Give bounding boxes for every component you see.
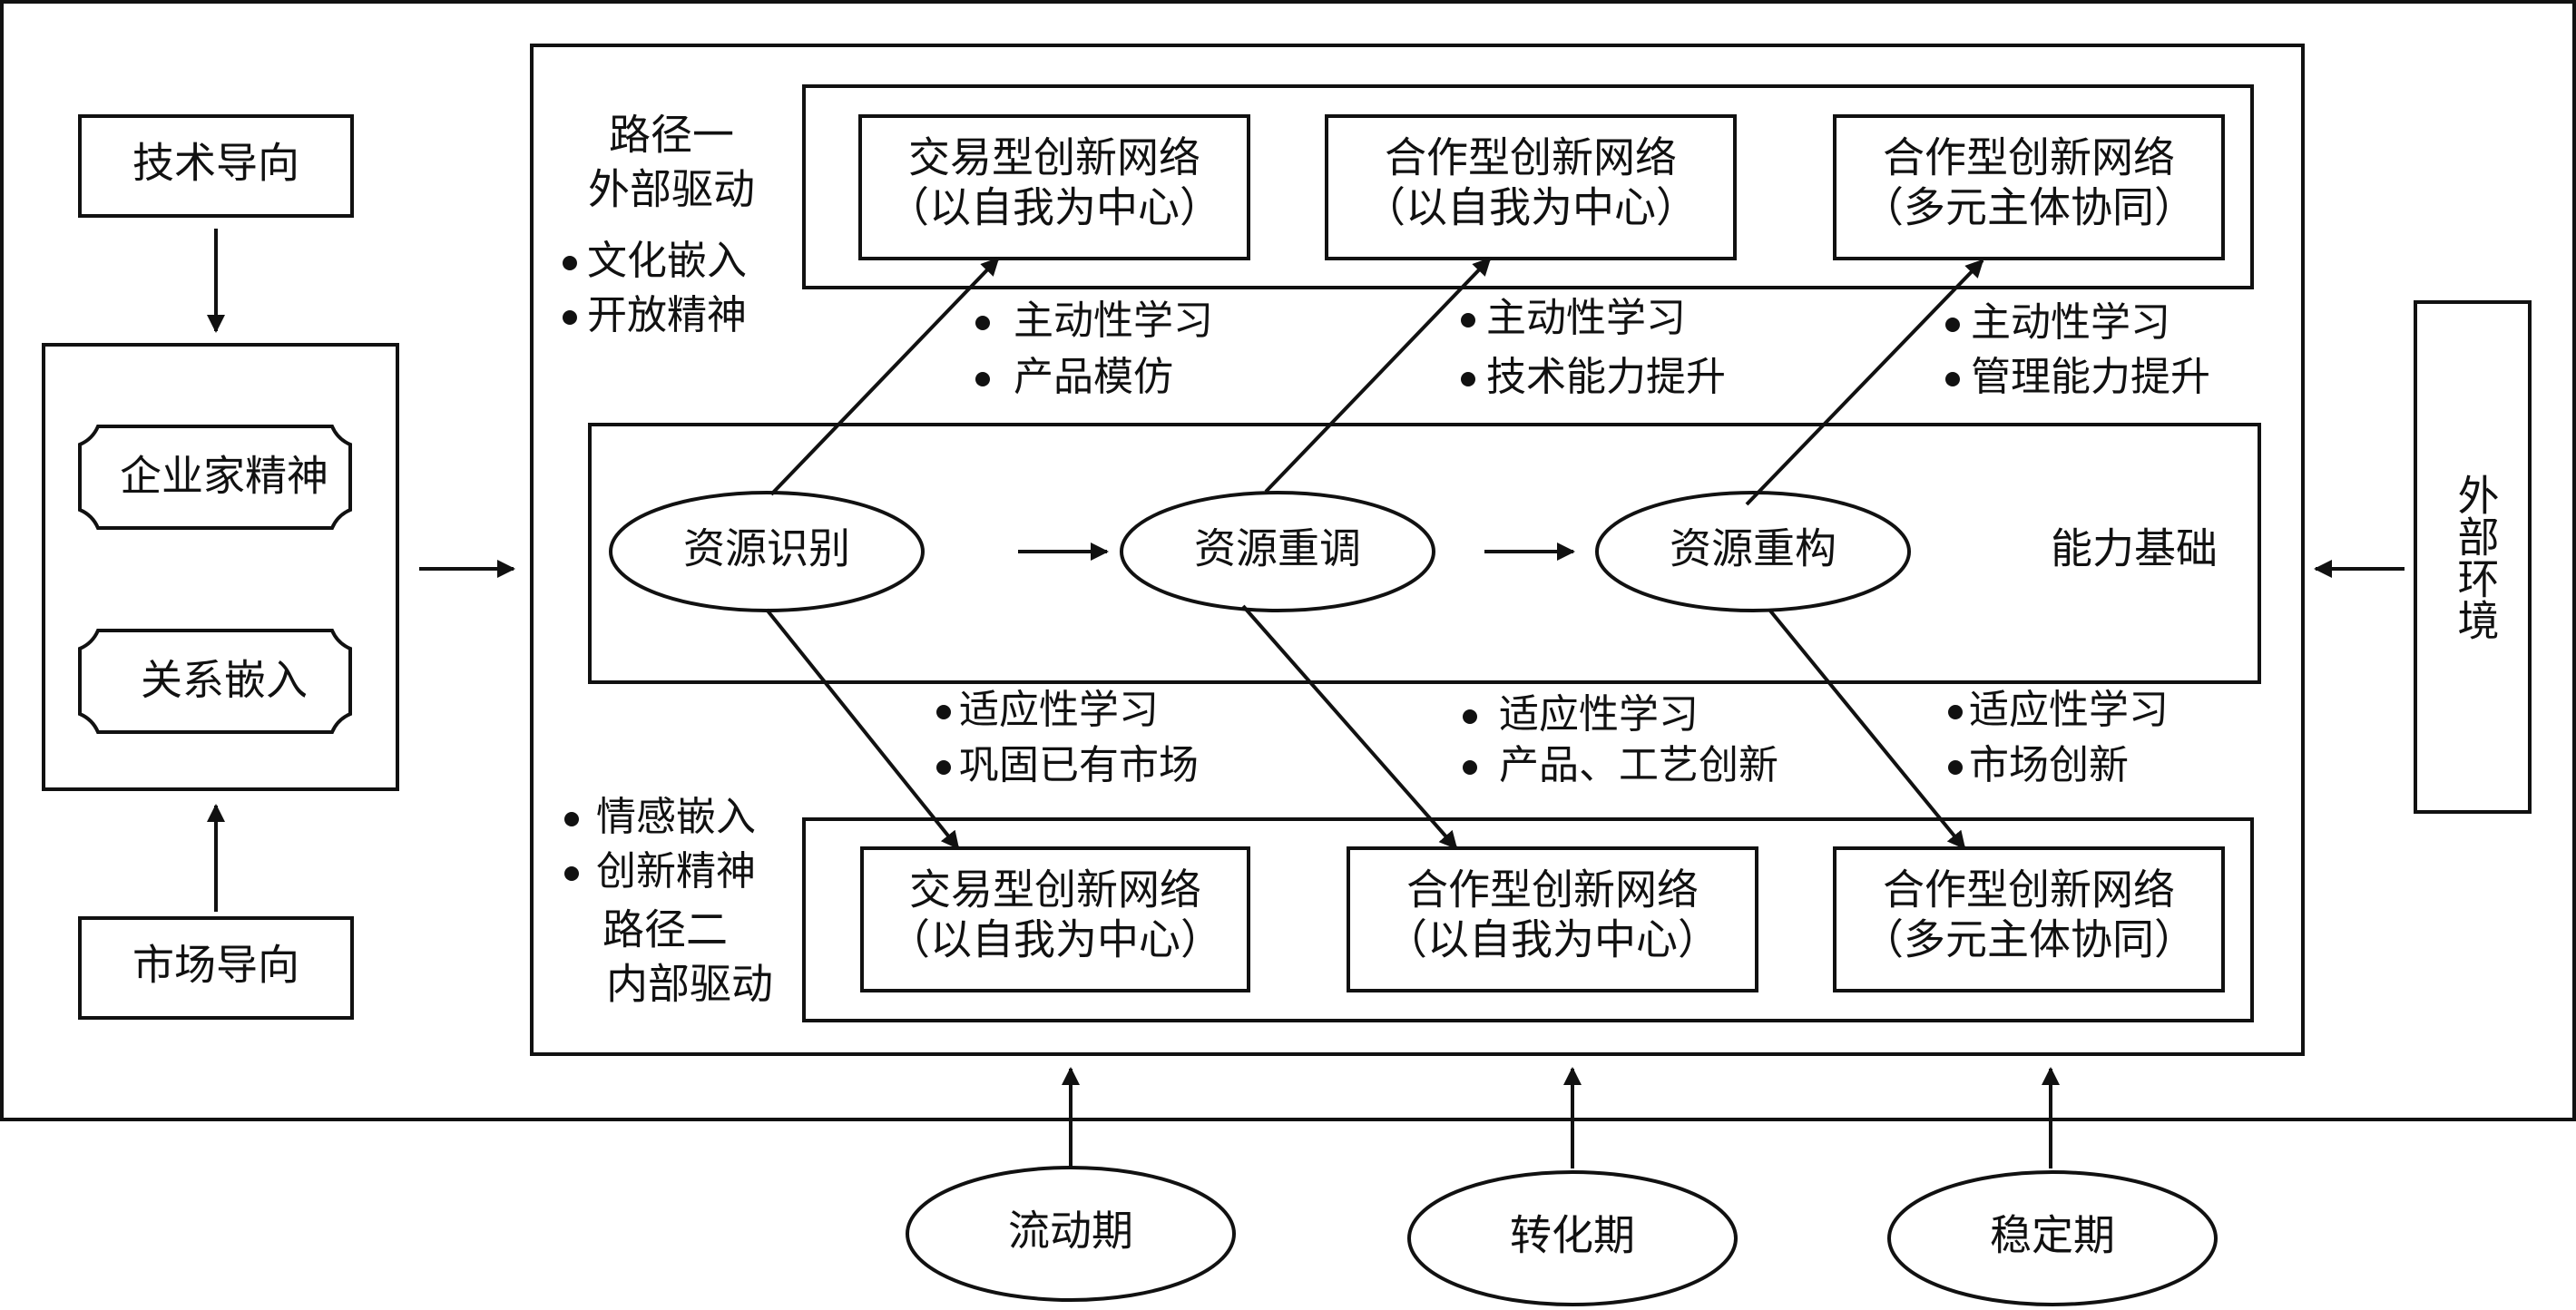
bullet-dot xyxy=(563,310,577,325)
bottom-network-3: 合作型创新网络 （多元主体协同） xyxy=(1833,846,2225,992)
bullet-dot xyxy=(564,866,579,881)
stage-resource-identification: 资源识别 xyxy=(609,491,925,612)
arrow-down-1 xyxy=(765,608,960,850)
upper-learning-2b: 技术能力提升 xyxy=(1486,354,1726,400)
path-two-bullet-1: 情感嵌入 xyxy=(596,794,756,840)
bullet-dot xyxy=(1945,318,1960,332)
arrow-down-2 xyxy=(1241,604,1458,850)
bottom-network-2-line2: （以自我为中心） xyxy=(1386,915,1719,964)
stage-1-label: 资源识别 xyxy=(683,524,850,573)
bullet-dot xyxy=(936,705,951,719)
arrow-up-3 xyxy=(1745,259,1984,506)
bullet-dot xyxy=(564,812,579,826)
top-network-1-line1: 交易型创新网络 xyxy=(908,133,1200,182)
bottom-network-3-line2: （多元主体协同） xyxy=(1862,915,2196,964)
lower-learning-2a: 适应性学习 xyxy=(1499,691,1699,738)
path-one-subtitle: 外部驱动 xyxy=(588,165,755,214)
external-env-box xyxy=(2414,300,2532,814)
stage-resource-readjustment: 资源重调 xyxy=(1120,491,1435,612)
path-one-bullet-1: 文化嵌入 xyxy=(587,238,747,284)
market-orientation-label: 市场导向 xyxy=(132,941,299,990)
outer-frame xyxy=(0,0,2576,1121)
bullet-dot xyxy=(1463,760,1477,775)
relation-embedding-label: 关系嵌入 xyxy=(141,656,308,705)
bottom-network-3-line1: 合作型创新网络 xyxy=(1883,865,2175,914)
top-network-3-line1: 合作型创新网络 xyxy=(1883,133,2175,182)
market-orientation-box: 市场导向 xyxy=(78,916,354,1020)
upper-learning-3b: 管理能力提升 xyxy=(1971,354,2210,400)
bullet-dot xyxy=(936,760,951,775)
path-two-subtitle: 内部驱动 xyxy=(606,960,773,1009)
stage-2-label: 资源重调 xyxy=(1194,524,1361,573)
phase-1-label: 流动期 xyxy=(1008,1207,1133,1256)
upper-learning-1a: 主动性学习 xyxy=(1014,298,1213,344)
external-env-label: 外部环境 xyxy=(2452,474,2501,640)
bottom-network-2: 合作型创新网络 （以自我为中心） xyxy=(1347,846,1758,992)
top-network-2-line1: 合作型创新网络 xyxy=(1385,133,1677,182)
bullet-dot xyxy=(563,256,577,270)
path-one-bullet-2: 开放精神 xyxy=(587,292,747,338)
relation-embedding-shape: 关系嵌入 xyxy=(78,629,352,734)
top-network-3: 合作型创新网络 （多元主体协同） xyxy=(1833,114,2225,260)
capability-base-label: 能力基础 xyxy=(2051,524,2218,573)
bottom-network-1: 交易型创新网络 （以自我为中心） xyxy=(860,846,1250,992)
entrepreneurship-label: 企业家精神 xyxy=(120,452,328,501)
arrow-up-1 xyxy=(769,257,1000,496)
top-network-1-line2: （以自我为中心） xyxy=(887,183,1221,232)
bottom-network-1-line2: （以自我为中心） xyxy=(888,915,1222,964)
bullet-dot xyxy=(1945,372,1960,386)
bottom-network-2-line1: 合作型创新网络 xyxy=(1406,865,1699,914)
upper-learning-2a: 主动性学习 xyxy=(1486,295,1686,341)
lower-learning-3a: 适应性学习 xyxy=(1969,687,2169,733)
bottom-network-1-line1: 交易型创新网络 xyxy=(909,865,1201,914)
lower-learning-1b: 巩固已有市场 xyxy=(959,742,1199,788)
bullet-dot xyxy=(1461,313,1475,328)
path-two-bullet-2: 创新精神 xyxy=(596,848,756,895)
phase-stable: 稳定期 xyxy=(1887,1170,2218,1306)
upper-learning-3a: 主动性学习 xyxy=(1971,299,2170,346)
stage-resource-reconstruction: 资源重构 xyxy=(1595,491,1911,612)
bullet-dot xyxy=(1948,705,1963,719)
path-one-title: 路径一 xyxy=(609,111,734,160)
lower-learning-1a: 适应性学习 xyxy=(959,687,1159,733)
phase-fluid: 流动期 xyxy=(906,1166,1236,1302)
entrepreneurship-shape: 企业家精神 xyxy=(78,425,352,530)
phase-3-label: 稳定期 xyxy=(1990,1211,2115,1260)
top-network-3-line2: （多元主体协同） xyxy=(1862,183,2196,232)
upper-learning-1b: 产品模仿 xyxy=(1014,354,1173,400)
bullet-dot xyxy=(1461,372,1475,386)
arrow-down-3 xyxy=(1768,608,1966,850)
lower-learning-2b: 产品、工艺创新 xyxy=(1499,742,1778,788)
path-two-title: 路径二 xyxy=(602,905,728,954)
tech-orientation-box: 技术导向 xyxy=(78,114,354,218)
top-network-row xyxy=(802,84,2254,289)
phase-transition: 转化期 xyxy=(1407,1170,1738,1306)
bullet-dot xyxy=(1463,709,1477,724)
top-network-1: 交易型创新网络 （以自我为中心） xyxy=(858,114,1250,260)
stage-3-label: 资源重构 xyxy=(1670,524,1837,573)
phase-2-label: 转化期 xyxy=(1510,1211,1635,1260)
main-frame xyxy=(530,44,2305,1056)
tech-orientation-label: 技术导向 xyxy=(132,139,299,188)
capability-base-box xyxy=(588,423,2261,684)
top-network-2-line2: （以自我为中心） xyxy=(1364,183,1698,232)
bottom-network-row xyxy=(802,817,2254,1022)
bullet-dot xyxy=(975,316,990,330)
arrow-up-2 xyxy=(1264,257,1492,494)
top-network-2: 合作型创新网络 （以自我为中心） xyxy=(1325,114,1737,260)
lower-learning-3b: 市场创新 xyxy=(1969,742,2129,788)
bullet-dot xyxy=(975,372,990,386)
bullet-dot xyxy=(1948,760,1963,775)
